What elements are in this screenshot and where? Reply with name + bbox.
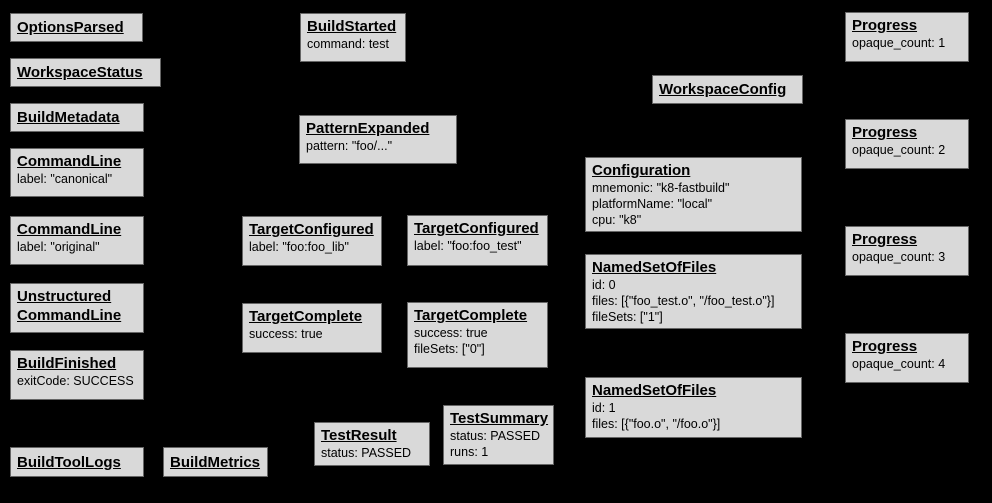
- node-target-configured-foo-test: TargetConfigured label: "foo:foo_test": [407, 215, 548, 266]
- node-field: success: true: [249, 327, 323, 341]
- node-field: files: [{"foo.o", "/foo.o"}]: [592, 417, 721, 431]
- node-configuration: Configuration mnemonic: "k8-fastbuild" p…: [585, 157, 802, 232]
- node-title: OptionsParsed: [17, 19, 124, 36]
- node-field: label: "original": [17, 240, 100, 254]
- node-pattern-expanded: PatternExpanded pattern: "foo/...": [299, 115, 457, 164]
- node-title: PatternExpanded: [306, 120, 430, 137]
- node-title: Configuration: [592, 162, 691, 179]
- node-field: command: test: [307, 37, 389, 51]
- node-field: pattern: "foo/...": [306, 139, 393, 153]
- node-title: TestResult: [321, 427, 397, 444]
- node-field: platformName: "local": [592, 197, 713, 211]
- node-title: BuildMetrics: [170, 453, 261, 471]
- node-title: BuildToolLogs: [17, 453, 121, 471]
- node-progress-2: Progress opaque_count: 2: [845, 119, 969, 169]
- node-title: Progress: [852, 231, 918, 248]
- node-target-configured-foo-lib: TargetConfigured label: "foo:foo_lib": [242, 216, 382, 266]
- node-title: BuildFinished: [17, 355, 117, 372]
- node-named-set-of-files-1: NamedSetOfFiles id: 1 files: [{"foo.o", …: [585, 377, 802, 438]
- node-title: TargetComplete: [249, 308, 363, 325]
- node-field: status: PASSED: [450, 429, 541, 443]
- node-field: label: "foo:foo_test": [414, 239, 522, 253]
- node-field: opaque_count: 4: [852, 357, 946, 371]
- node-test-result: TestResult status: PASSED: [314, 422, 430, 466]
- node-title: NamedSetOfFiles: [592, 259, 717, 276]
- node-test-summary: TestSummary status: PASSED runs: 1: [443, 405, 554, 465]
- node-field: cpu: "k8": [592, 213, 642, 227]
- node-title: Progress: [852, 17, 918, 34]
- node-title: CommandLine: [17, 221, 122, 238]
- node-progress-4: Progress opaque_count: 4: [845, 333, 969, 383]
- node-title: Progress: [852, 338, 918, 355]
- node-field: files: [{"foo_test.o", "/foo_test.o"}]: [592, 294, 775, 308]
- node-named-set-of-files-0: NamedSetOfFiles id: 0 files: [{"foo_test…: [585, 254, 802, 329]
- node-field: opaque_count: 2: [852, 143, 946, 157]
- node-field: id: 0: [592, 278, 616, 292]
- node-title: TargetConfigured: [249, 221, 374, 238]
- node-command-line-original: CommandLine label: "original": [10, 216, 144, 265]
- node-build-metadata: BuildMetadata: [10, 103, 144, 132]
- node-progress-1: Progress opaque_count: 1: [845, 12, 969, 62]
- node-title: CommandLine: [17, 153, 122, 170]
- node-field: runs: 1: [450, 445, 489, 459]
- node-field: opaque_count: 3: [852, 250, 946, 264]
- node-target-complete-foo-test: TargetComplete success: true fileSets: […: [407, 302, 548, 368]
- node-title: Progress: [852, 124, 918, 141]
- node-build-started: BuildStarted command: test: [300, 13, 406, 62]
- node-field: opaque_count: 1: [852, 36, 946, 50]
- node-title: TestSummary: [450, 410, 549, 427]
- node-title: BuildStarted: [307, 18, 397, 35]
- node-field: success: true: [414, 326, 488, 340]
- node-field: id: 1: [592, 401, 616, 415]
- node-title: NamedSetOfFiles: [592, 382, 717, 399]
- node-workspace-config: WorkspaceConfig: [652, 75, 803, 104]
- node-title: BuildMetadata: [17, 109, 120, 126]
- node-field: label: "canonical": [17, 172, 113, 186]
- node-unstructured-command-line: Unstructured CommandLine: [10, 283, 144, 333]
- node-title: Unstructured CommandLine: [17, 288, 122, 324]
- node-field: fileSets: ["1"]: [592, 310, 663, 324]
- node-options-parsed: OptionsParsed: [10, 13, 143, 42]
- node-title: WorkspaceConfig: [659, 81, 787, 98]
- node-build-metrics: BuildMetrics: [163, 447, 268, 477]
- node-field: exitCode: SUCCESS: [17, 374, 134, 388]
- node-build-tool-logs: BuildToolLogs: [10, 447, 144, 477]
- node-field: label: "foo:foo_lib": [249, 240, 349, 254]
- node-field: mnemonic: "k8-fastbuild": [592, 181, 730, 195]
- node-command-line-canonical: CommandLine label: "canonical": [10, 148, 144, 197]
- node-title: TargetConfigured: [414, 220, 539, 237]
- node-title: TargetComplete: [414, 307, 528, 324]
- node-title: WorkspaceStatus: [17, 64, 143, 81]
- node-workspace-status: WorkspaceStatus: [10, 58, 161, 87]
- node-progress-3: Progress opaque_count: 3: [845, 226, 969, 276]
- node-field: fileSets: ["0"]: [414, 342, 485, 356]
- node-target-complete-foo-lib: TargetComplete success: true: [242, 303, 382, 353]
- node-build-finished: BuildFinished exitCode: SUCCESS: [10, 350, 144, 400]
- node-field: status: PASSED: [321, 446, 412, 460]
